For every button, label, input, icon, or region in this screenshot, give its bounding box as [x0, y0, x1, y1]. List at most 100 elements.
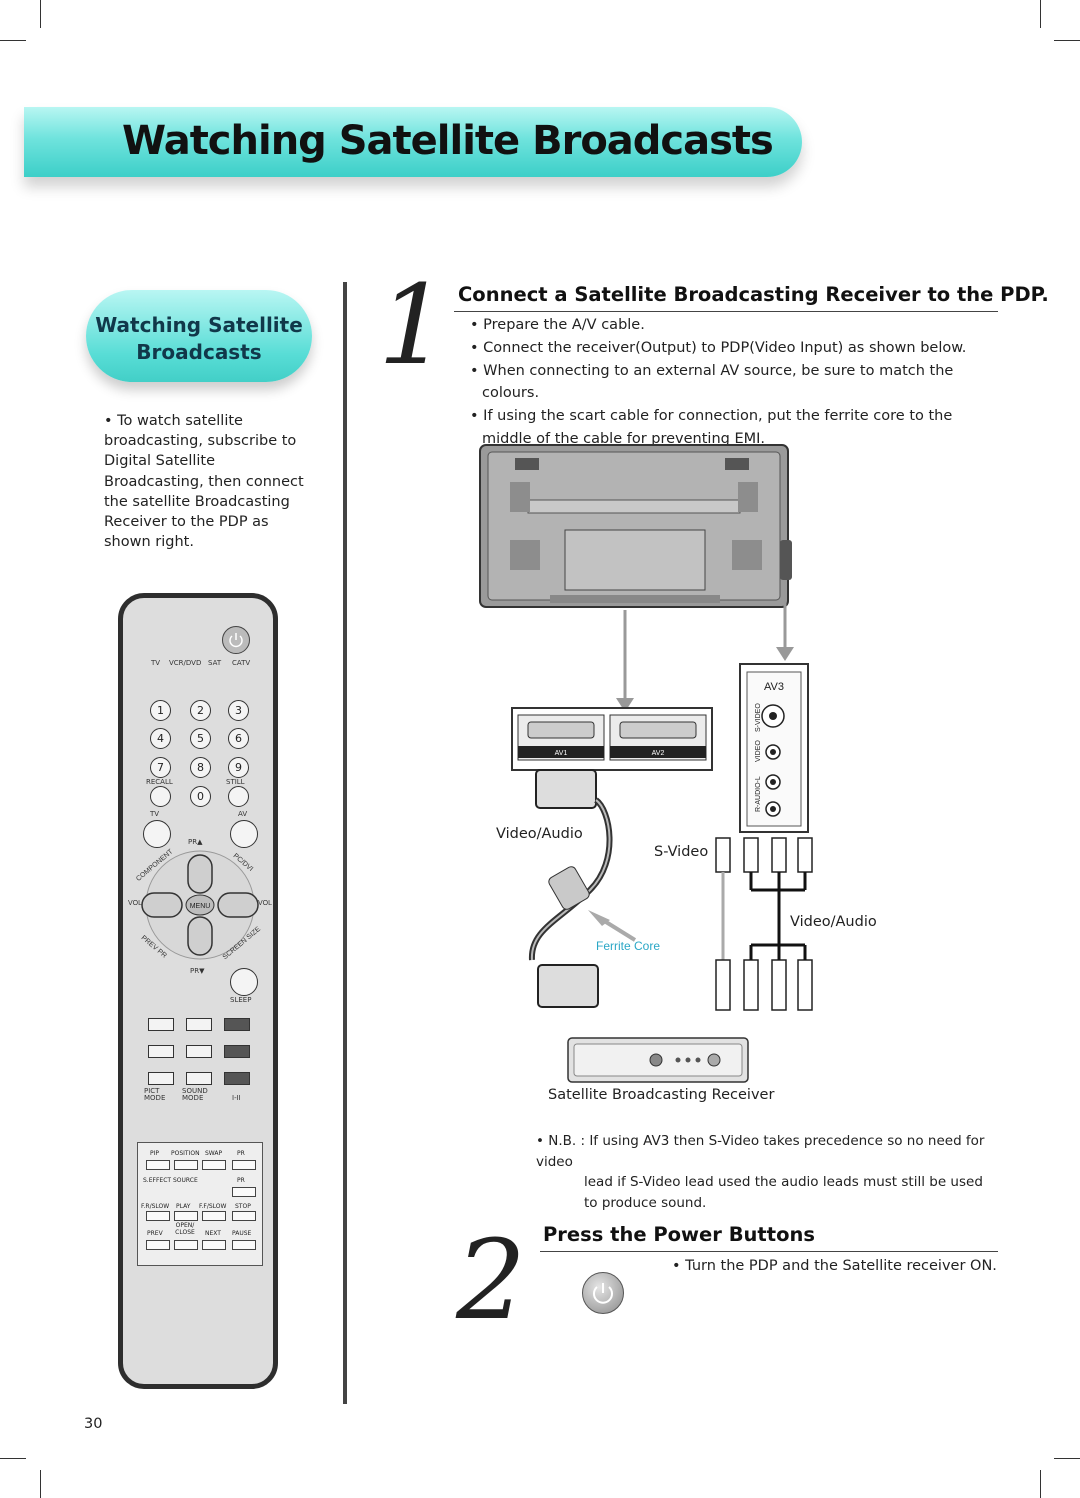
page-number: 30	[84, 1416, 103, 1432]
remote-recall-button[interactable]	[150, 786, 171, 807]
remote-swap-button[interactable]	[202, 1160, 226, 1170]
ferrite-core-label: Ferrite Core	[596, 939, 660, 953]
power-button[interactable]	[582, 1272, 624, 1314]
remote-digit-4[interactable]: 4	[150, 728, 171, 749]
remote-button[interactable]	[186, 1072, 212, 1085]
side-title-line1: Watching Satellite	[95, 313, 303, 337]
step2-heading: Press the Power Buttons	[543, 1223, 815, 1246]
video-jack-label: VIDEO	[755, 740, 762, 762]
av3-label: AV3	[764, 681, 784, 693]
step1-rule	[454, 311, 998, 312]
remote-digit-3[interactable]: 3	[228, 700, 249, 721]
remote-tv-button[interactable]	[143, 820, 171, 848]
crop-mark	[0, 1458, 26, 1459]
remote-pr-up-label: PR▲	[188, 838, 203, 846]
remote-pr-label-2: PR	[237, 1177, 245, 1184]
remote-ff-button[interactable]	[202, 1211, 226, 1221]
remote-button[interactable]	[148, 1072, 174, 1085]
receiver-label: Satellite Broadcasting Receiver	[548, 1087, 775, 1103]
remote-vol-right-label: VOL	[258, 900, 272, 907]
step-number-1: 1	[378, 261, 448, 389]
remote-digit-7[interactable]: 7	[150, 757, 171, 778]
remote-openclose-button[interactable]	[174, 1240, 198, 1250]
remote-button[interactable]	[148, 1045, 174, 1058]
remote-button[interactable]	[186, 1018, 212, 1031]
remote-play-button[interactable]	[174, 1211, 198, 1221]
step-number-2: 2	[456, 1216, 526, 1344]
remote-pr-up-button[interactable]	[232, 1160, 256, 1170]
step2-rule	[540, 1251, 998, 1252]
remote-source-vcrdvd[interactable]: VCR/DVD	[169, 659, 202, 667]
step1-bullet: • Prepare the A/V cable.	[470, 317, 645, 333]
nb-note-rest: lead if S-Video lead used the audio lead…	[584, 1174, 983, 1211]
remote-pict-mode-label: PICT MODE	[144, 1087, 166, 1102]
remote-rewind-button[interactable]	[146, 1211, 170, 1221]
remote-next-button[interactable]	[202, 1240, 226, 1250]
remote-pr-down-label: PR▼	[190, 967, 205, 975]
remote-source-catv[interactable]: CATV	[232, 659, 251, 667]
remote-digit-1[interactable]: 1	[150, 700, 171, 721]
remote-pip-button[interactable]	[146, 1160, 170, 1170]
crop-mark	[1054, 1458, 1080, 1459]
remote-pr-down-button[interactable]	[232, 1187, 256, 1197]
remote-av-button[interactable]	[230, 820, 258, 848]
remote-swap-label: SWAP	[205, 1150, 223, 1157]
remote-recall-label: RECALL	[146, 778, 173, 786]
remote-next-label: NEXT	[205, 1230, 221, 1237]
remote-sleep-button[interactable]	[230, 968, 258, 996]
crop-mark	[1040, 1470, 1041, 1498]
remote-power-button[interactable]	[222, 626, 250, 654]
column-divider	[343, 282, 347, 1404]
remote-pr-label: PR	[237, 1150, 245, 1157]
av1-label: AV1	[555, 750, 568, 757]
remote-stop-label: STOP	[235, 1203, 251, 1210]
remote-still-label: STILL	[226, 778, 245, 786]
remote-button[interactable]	[148, 1018, 174, 1031]
remote-tv-label: TV	[150, 810, 160, 818]
remote-digit-0[interactable]: 0	[190, 786, 211, 807]
remote-button[interactable]	[186, 1045, 212, 1058]
remote-av-label: AV	[238, 810, 248, 818]
power-icon	[229, 633, 243, 648]
svideo-jack-label: S-VIDEO	[755, 703, 762, 732]
remote-still-button[interactable]	[228, 786, 249, 807]
pdp-rear-panel	[479, 444, 792, 608]
crop-mark	[40, 1470, 41, 1498]
crop-mark	[1040, 0, 1041, 28]
step1-bullet: • When connecting to an external AV sour…	[470, 362, 954, 402]
remote-prev-button[interactable]	[146, 1240, 170, 1250]
remote-dpad[interactable]: MENU COMPONENT PC/DVI PREV PR SCREEN SIZ…	[126, 845, 274, 963]
remote-button[interactable]	[224, 1018, 250, 1031]
remote-digit-8[interactable]: 8	[190, 757, 211, 778]
remote-ffslow-label: F.F/SLOW	[199, 1203, 227, 1210]
connection-diagram: AV1 AV2 AV3 S-VIDEO VIDEO R-AUDIO-L Vide…	[479, 444, 877, 1083]
nb-note: • N.B. : If using AV3 then S-Video takes…	[536, 1131, 996, 1213]
s-video-label: S-Video	[654, 844, 708, 860]
remote-digit-2[interactable]: 2	[190, 700, 211, 721]
crop-mark	[40, 0, 41, 28]
remote-digit-9[interactable]: 9	[228, 757, 249, 778]
crop-mark	[0, 40, 26, 41]
remote-stop-button[interactable]	[232, 1211, 256, 1221]
remote-sound-mode-label: SOUND MODE	[182, 1087, 208, 1102]
remote-openclose-label: OPEN/ CLOSE	[175, 1222, 195, 1236]
remote-position-button[interactable]	[174, 1160, 198, 1170]
remote-digit-6[interactable]: 6	[228, 728, 249, 749]
remote-source-tv[interactable]: TV	[151, 659, 161, 667]
remote-menu-label: MENU	[190, 903, 211, 910]
remote-pause-label: PAUSE	[232, 1230, 252, 1237]
remote-button[interactable]	[224, 1045, 250, 1058]
remote-pause-button[interactable]	[232, 1240, 256, 1250]
side-title-line2: Broadcasts	[136, 340, 262, 364]
remote-prev-label: PREV	[147, 1230, 163, 1237]
remote-sleep-label: SLEEP	[230, 996, 252, 1004]
remote-play-label: PLAY	[176, 1203, 191, 1210]
remote-source-sat[interactable]: SAT	[208, 659, 222, 667]
remote-position-label: POSITION	[171, 1150, 200, 1157]
power-icon	[593, 1283, 613, 1304]
av2-label: AV2	[652, 750, 665, 757]
remote-digit-5[interactable]: 5	[190, 728, 211, 749]
step2-bullet: • Turn the PDP and the Satellite receive…	[672, 1258, 997, 1274]
remote-button[interactable]	[224, 1072, 250, 1085]
video-audio-left-label: Video/Audio	[496, 826, 583, 842]
